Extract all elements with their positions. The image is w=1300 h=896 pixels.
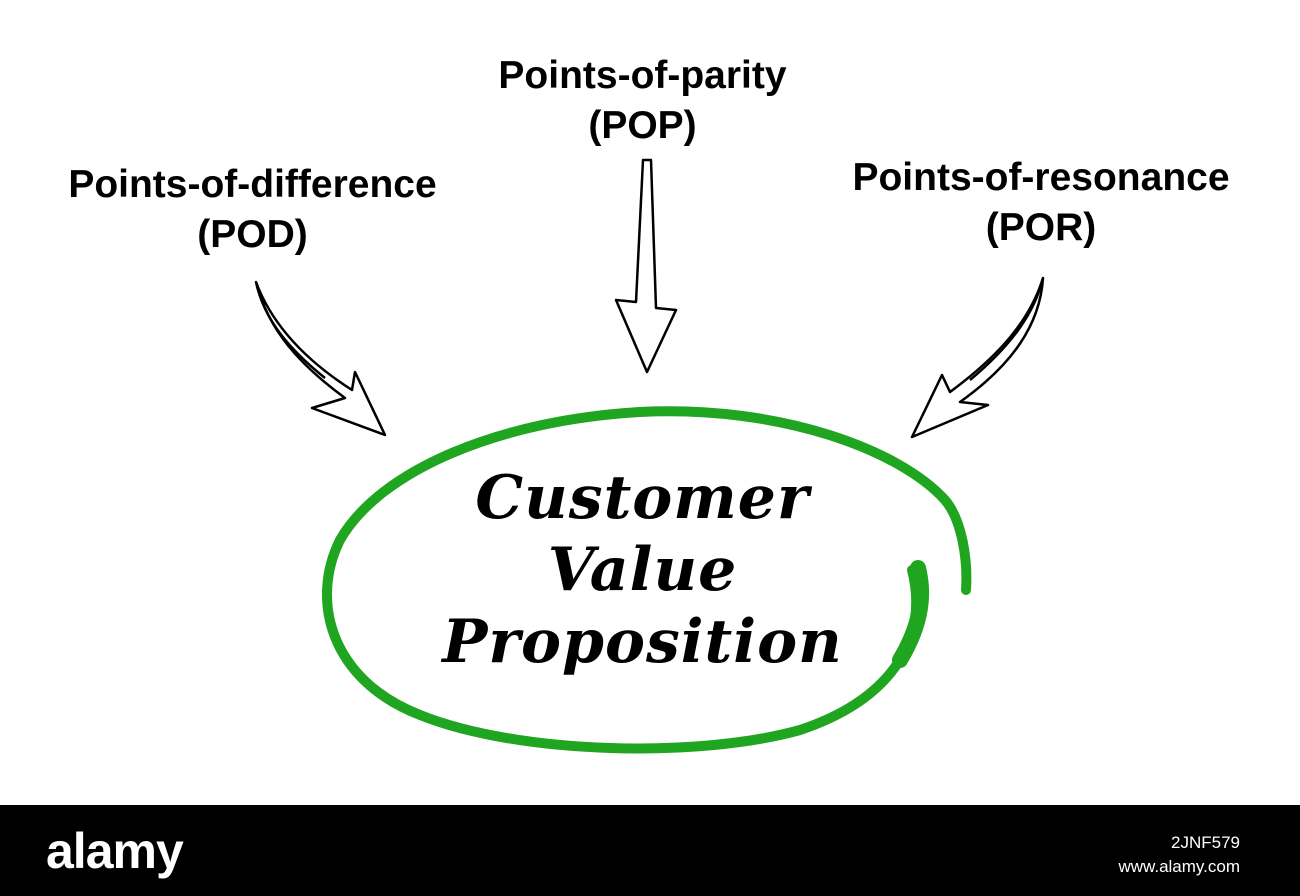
arrow-pop: [614, 158, 678, 374]
label-pop-line1: Points-of-parity: [498, 54, 787, 97]
diagram-canvas: Points-of-difference (POD) Points-of-par…: [30, 51, 1270, 754]
label-por-line1: Points-of-resonance: [852, 156, 1230, 199]
center-title: Customer Value Proposition: [380, 462, 905, 678]
center-line-proposition: Proposition: [442, 607, 843, 677]
label-points-of-resonance: Points-of-resonance (POR): [812, 153, 1270, 253]
label-por-line2: (POR): [985, 206, 1097, 249]
watermark-footer: alamy 2JNF579 www.alamy.com: [0, 805, 1300, 896]
label-points-of-difference: Points-of-difference (POD): [30, 160, 475, 260]
center-line-value: Value: [547, 535, 738, 605]
alamy-logo: alamy: [46, 823, 184, 879]
center-line-customer: Customer: [475, 463, 810, 533]
site-url: www.alamy.com: [1118, 857, 1240, 876]
label-pod-line1: Points-of-difference: [68, 163, 437, 206]
center-ellipse: [322, 406, 972, 754]
label-pod-line2: (POD): [197, 213, 308, 256]
center-ellipse-inner-stroke: [892, 560, 930, 668]
label-points-of-parity: Points-of-parity (POP): [465, 51, 820, 151]
arrow-pod: [254, 280, 387, 437]
image-id: 2JNF579: [1171, 833, 1240, 852]
diagram-graphics: [254, 158, 1045, 754]
label-pop-line2: (POP): [588, 104, 697, 147]
stock-image-info: 2JNF579 www.alamy.com: [1118, 831, 1240, 879]
arrow-por: [910, 276, 1045, 439]
